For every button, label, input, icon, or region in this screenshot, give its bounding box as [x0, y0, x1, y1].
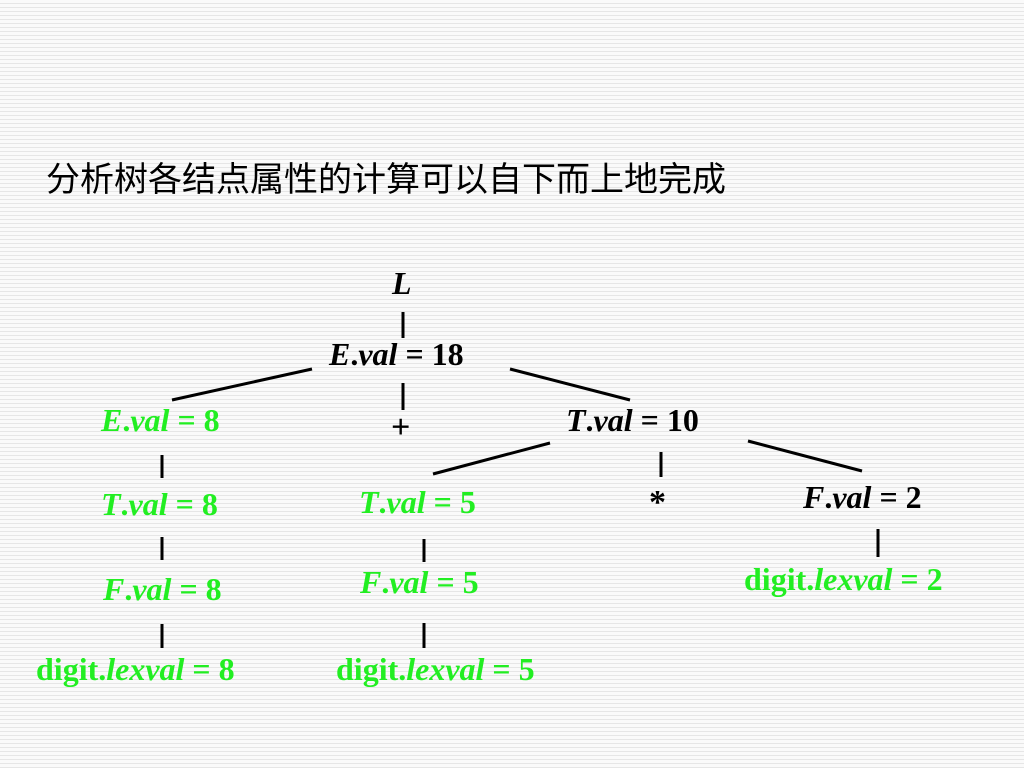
node-t-left-attr: val	[128, 486, 168, 522]
node-f-mid: F.val = 5	[360, 564, 479, 600]
node-digit-left-term: digit.	[36, 651, 107, 687]
node-e-left-value: = 8	[169, 402, 220, 438]
node-f-mid-value: = 5	[428, 564, 479, 600]
node-f-mid-symbol: F	[360, 564, 382, 600]
node-t-right: T.val = 10	[566, 402, 699, 438]
node-digit-right: digit.lexval = 2	[744, 563, 943, 595]
node-e-root-value: = 18	[397, 336, 464, 372]
node-e-left-symbol: E	[101, 402, 123, 438]
node-t-mid-attr: val	[386, 484, 426, 520]
node-l: L	[392, 267, 412, 299]
node-digit-mid: digit.lexval = 5	[336, 653, 535, 685]
node-t-mid-value: = 5	[425, 484, 476, 520]
node-star: *	[649, 486, 666, 520]
node-f-right-symbol: F	[803, 479, 825, 515]
node-plus-symbol: +	[391, 409, 411, 446]
node-f-left: F.val = 8	[103, 571, 222, 607]
node-digit-right-term: digit.	[744, 561, 815, 597]
node-e-left-attr: val	[130, 402, 170, 438]
node-plus: +	[391, 411, 410, 445]
node-t-left: T.val = 8	[101, 486, 218, 522]
node-e-root: E.val = 18	[329, 336, 464, 372]
node-digit-right-attr: lexval	[814, 561, 893, 597]
edge-e-eleft	[171, 367, 313, 402]
node-f-left-symbol: F	[103, 571, 125, 607]
node-digit-left: digit.lexval = 8	[36, 653, 235, 685]
node-digit-mid-attr: lexval	[406, 651, 485, 687]
node-digit-right-value: = 2	[892, 561, 943, 597]
node-digit-left-attr: lexval	[106, 651, 185, 687]
node-e-left: E.val = 8	[101, 402, 220, 438]
node-t-right-symbol: T	[566, 402, 586, 438]
node-star-symbol: *	[649, 484, 666, 521]
node-f-right: F.val = 2	[803, 479, 922, 515]
node-f-right-value: = 2	[871, 479, 922, 515]
node-t-mid-symbol: T	[359, 484, 379, 520]
node-t-mid: T.val = 5	[359, 484, 476, 520]
node-f-right-attr: val	[832, 479, 872, 515]
node-e-root-attr: val	[358, 336, 398, 372]
node-digit-left-value: = 8	[184, 651, 235, 687]
node-t-left-symbol: T	[101, 486, 121, 522]
node-f-left-attr: val	[132, 571, 172, 607]
node-t-left-value: = 8	[167, 486, 218, 522]
slide-title: 分析树各结点属性的计算可以自下而上地完成	[46, 160, 726, 200]
node-f-left-value: = 8	[171, 571, 222, 607]
edge-tright-tmid	[432, 441, 551, 476]
node-t-right-attr: val	[593, 402, 633, 438]
node-digit-mid-value: = 5	[484, 651, 535, 687]
edge-tright-fright	[747, 439, 863, 473]
node-f-mid-attr: val	[389, 564, 429, 600]
edge-e-tright	[509, 367, 631, 402]
node-l-symbol: L	[392, 265, 412, 301]
node-e-root-symbol: E	[329, 336, 351, 372]
node-t-right-value: = 10	[632, 402, 699, 438]
node-digit-mid-term: digit.	[336, 651, 407, 687]
